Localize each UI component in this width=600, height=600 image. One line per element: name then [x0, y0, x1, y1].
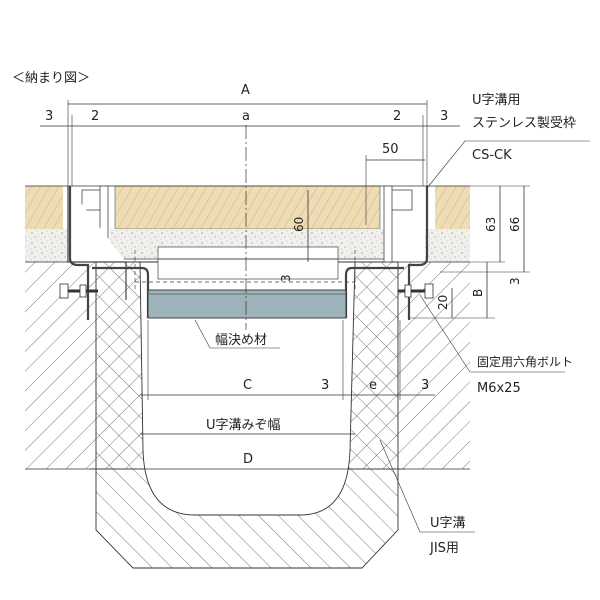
- diagram-title: ＜納まり図＞: [12, 71, 90, 86]
- dim-3-inner: 3: [279, 274, 293, 282]
- dim-clear-right: 2: [393, 109, 401, 124]
- hex-bolt-left: [59, 283, 98, 299]
- frame-label-line3: CS-CK: [472, 148, 512, 163]
- frame-label-line1: U字溝用: [472, 93, 521, 108]
- callout-leaders: [194, 140, 590, 533]
- frame-label-line2: ステンレス製受枠: [472, 116, 576, 131]
- dimension-lines: [40, 100, 530, 470]
- grating-cover: [81, 185, 413, 290]
- dim-e: e: [369, 378, 377, 393]
- dim-a: a: [242, 109, 250, 124]
- dim-gap-left: 3: [45, 109, 53, 124]
- dim-C-3: 3: [321, 378, 329, 393]
- dim-B: B: [471, 289, 485, 297]
- channel-label-line1: U字溝: [430, 516, 466, 531]
- bolt-label-line2: M6x25: [477, 381, 521, 396]
- dim-3-right: 3: [508, 277, 522, 285]
- hex-bolt-right: [398, 283, 434, 299]
- pavement-layer: [25, 185, 470, 263]
- stainless-frame: [67, 186, 429, 320]
- dim-20: 20: [436, 295, 450, 310]
- dim-e-3: 3: [421, 378, 429, 393]
- dim-A: A: [241, 83, 250, 98]
- dim-63: 63: [484, 217, 498, 232]
- dim-66: 66: [508, 217, 522, 232]
- spacer-label: 幅決め材: [215, 333, 267, 348]
- dim-60: 60: [292, 217, 306, 232]
- bolt-label-line1: 固定用六角ボルト: [477, 354, 573, 369]
- dim-50: 50: [382, 142, 399, 157]
- dim-D: D: [243, 452, 253, 467]
- u-channel: [95, 261, 399, 569]
- channel-label-line2: JIS用: [429, 541, 459, 556]
- dim-clear-left: 2: [91, 109, 99, 124]
- dim-groove-width: U字溝みぞ幅: [206, 418, 281, 433]
- dim-C: C: [243, 378, 252, 393]
- dim-gap-right: 3: [440, 109, 448, 124]
- width-spacer: [147, 289, 347, 319]
